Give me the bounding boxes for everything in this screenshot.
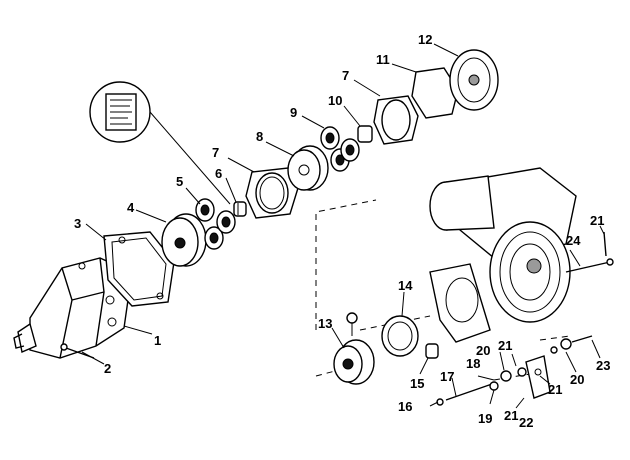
label-19: 19 <box>478 411 492 426</box>
label-5: 5 <box>176 174 183 189</box>
label-7-lower: 7 <box>212 145 219 160</box>
part-17-bolt <box>436 383 493 406</box>
part-12-cover <box>449 49 499 111</box>
label-21-a: 21 <box>498 338 512 353</box>
part-15-bushing <box>425 343 439 359</box>
part-3-gasket <box>103 231 175 307</box>
parts-18-22-hardware <box>489 335 593 399</box>
label-14: 14 <box>398 278 413 293</box>
part-4-carrier-plate <box>161 213 207 267</box>
label-21-c: 21 <box>504 408 518 423</box>
part-24-stud <box>565 231 614 273</box>
label-9: 9 <box>290 105 297 120</box>
label-21-d: 21 <box>590 213 604 228</box>
detail-inset-box <box>89 81 231 205</box>
label-21-b: 21 <box>548 382 562 397</box>
label-6: 6 <box>215 166 222 181</box>
label-1: 1 <box>154 333 161 348</box>
label-16: 16 <box>398 399 412 414</box>
part-8-plate <box>287 145 329 191</box>
label-24: 24 <box>566 233 581 248</box>
part-5-planet-gears <box>195 198 236 250</box>
label-4: 4 <box>127 200 135 215</box>
label-13: 13 <box>318 316 332 331</box>
label-23: 23 <box>596 358 610 373</box>
label-8: 8 <box>256 129 263 144</box>
part-6-shaft <box>233 201 247 217</box>
motor-assembly <box>429 167 577 343</box>
label-20-right: 20 <box>570 372 584 387</box>
label-20-left: 20 <box>476 343 490 358</box>
label-3: 3 <box>74 216 81 231</box>
callout-labels: 1 2 3 4 5 6 7 8 9 10 7 11 12 13 14 15 16… <box>74 32 610 430</box>
part-14-ring <box>381 315 419 357</box>
label-22: 22 <box>519 415 533 430</box>
part-11-gasket <box>411 67 459 119</box>
label-15: 15 <box>410 376 424 391</box>
label-18: 18 <box>466 356 480 371</box>
part-7-ring-gear-upper <box>373 95 419 145</box>
label-2: 2 <box>104 361 111 376</box>
part-9-gears <box>320 126 360 172</box>
part-13-coupling <box>333 312 375 385</box>
label-7-upper: 7 <box>342 68 349 83</box>
part-10-shaft <box>357 125 373 143</box>
label-12: 12 <box>418 32 432 47</box>
part-1-housing <box>13 257 129 359</box>
leader-lines <box>81 43 605 409</box>
label-17: 17 <box>440 369 454 384</box>
label-11: 11 <box>376 52 390 67</box>
label-10: 10 <box>328 93 342 108</box>
